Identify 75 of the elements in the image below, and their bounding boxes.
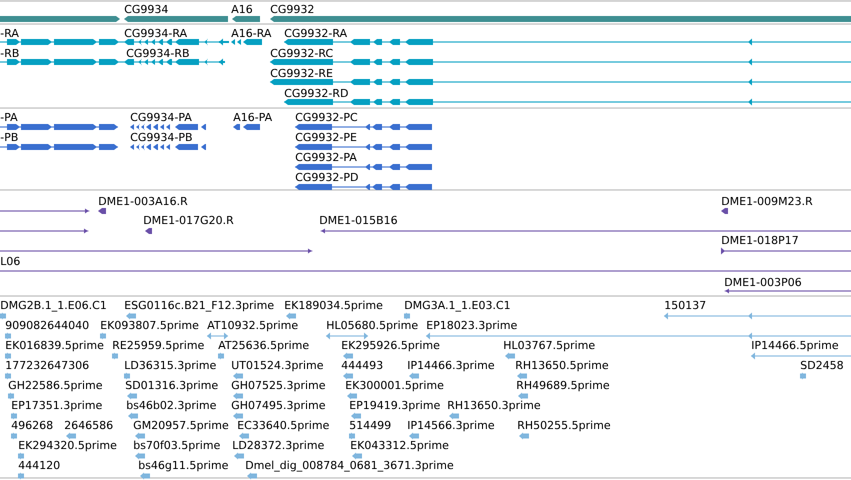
est-label: 444493 (342, 360, 382, 370)
est-label: LD28372.3prime (233, 440, 324, 452)
est-label: HL05680.5prime (327, 320, 418, 332)
transcript-label: CG9932-RE (270, 68, 332, 78)
est-label: RH49689.5prime (517, 380, 610, 392)
clone-label: DME1-003A16.R (99, 196, 188, 206)
protein-label: CG9932-PC (296, 112, 358, 122)
protein-label: CG9932-PE (296, 132, 356, 142)
est-label: bs46b02.3prime (127, 400, 216, 412)
transcript-label: A16-RA (231, 28, 272, 38)
protein-label: CG9934-PA (130, 112, 192, 122)
est-label: Dmel_dig_008784_0681_3671.3prime (246, 460, 454, 472)
est-label: EP18023.3prime (427, 320, 517, 332)
transcript-label: CG9932-RD (284, 88, 348, 98)
est-label: EP19419.3prime (350, 400, 440, 412)
est-label: HL03767.5prime (504, 340, 595, 352)
est-label: IP14466.5prime (752, 340, 838, 352)
est-label: EK295926.5prime (342, 340, 440, 352)
gene-label: CG9932 (270, 4, 314, 14)
protein-label: -PB (0, 133, 18, 141)
protein-label: CG9934-PB (130, 132, 192, 142)
est-label: 514499 (350, 420, 390, 430)
clone-label: L06 (1, 256, 20, 266)
protein-label: CG9932-PA (296, 152, 357, 162)
est-label: bs46g11.5prime (139, 460, 228, 472)
est-label: DMG3A.1_1.E03.C1 (405, 300, 510, 312)
est-label: 444120 (18, 460, 60, 470)
clone-label: DME1-015B16 (320, 216, 397, 224)
est-label: ESG0116c.B21_F12.3prime (125, 300, 274, 312)
est-label: 496268 (12, 420, 52, 430)
est-label: 177232647306 (6, 360, 88, 370)
protein-label: -PA (0, 113, 18, 121)
gene-label: CG9934 (124, 4, 168, 14)
transcript-label: -RA (0, 29, 19, 37)
est-label: EP17351.3prime (12, 400, 102, 412)
est-label: bs70f03.5prime (134, 440, 220, 452)
gene-label: A16 (231, 4, 252, 14)
est-label: RH50255.5prime (518, 420, 610, 432)
est-label: EK300001.5prime (346, 380, 444, 392)
protein-label: CG9932-PD (296, 172, 358, 182)
est-label: EK016839.5prime (6, 340, 104, 352)
clone-label: DME1-009M23.R (722, 196, 812, 206)
transcript-label: CG9932-RA (284, 28, 347, 38)
est-label: SD01316.3prime (126, 380, 218, 392)
est-label: EK189034.5prime (285, 300, 382, 312)
est-label: AT10932.5prime (207, 320, 298, 332)
transcript-label: CG9932-RC (270, 48, 333, 58)
est-label: GH07495.3prime (232, 400, 325, 412)
est-label: GH22586.5prime (8, 380, 102, 392)
est-label: LD36315.3prime (125, 360, 216, 372)
est-label: 2646586 (65, 420, 112, 430)
protein-label: A16-PA (233, 112, 272, 122)
est-label: 150137 (665, 300, 706, 310)
transcript-label: CG9934-RB (126, 48, 189, 58)
est-label: EC33640.5prime (238, 420, 329, 432)
est-label: EK043312.5prime (351, 440, 448, 452)
est-label: GM20957.5prime (134, 420, 228, 432)
est-label: EK294320.5prime (19, 440, 116, 452)
clone-label: DME1-017G20.R (144, 216, 234, 224)
est-label: 909082644040 (6, 320, 88, 330)
clone-label: DME1-018P17 (722, 236, 798, 244)
est-label: IP14566.3prime (408, 420, 494, 432)
est-label: RE25959.5prime (113, 340, 204, 352)
est-label: EK093807.5prime (101, 320, 198, 332)
est-label: IP14466.3prime (408, 360, 494, 372)
est-label: RH13650.5prime (516, 360, 608, 372)
est-label: AT25636.5prime (218, 340, 309, 352)
transcript-label: -RB (0, 49, 19, 57)
est-label: SD2458 (800, 360, 843, 370)
clone-label: DME1-003P06 (725, 278, 801, 286)
est-label: UT01524.3prime (232, 360, 323, 372)
est-label: RH13650.3prime (448, 400, 540, 412)
est-label: GH07525.3prime (232, 380, 325, 392)
est-label: DMG2B.1_1.E06.C1 (1, 300, 106, 312)
transcript-label: CG9934-RA (124, 28, 187, 38)
